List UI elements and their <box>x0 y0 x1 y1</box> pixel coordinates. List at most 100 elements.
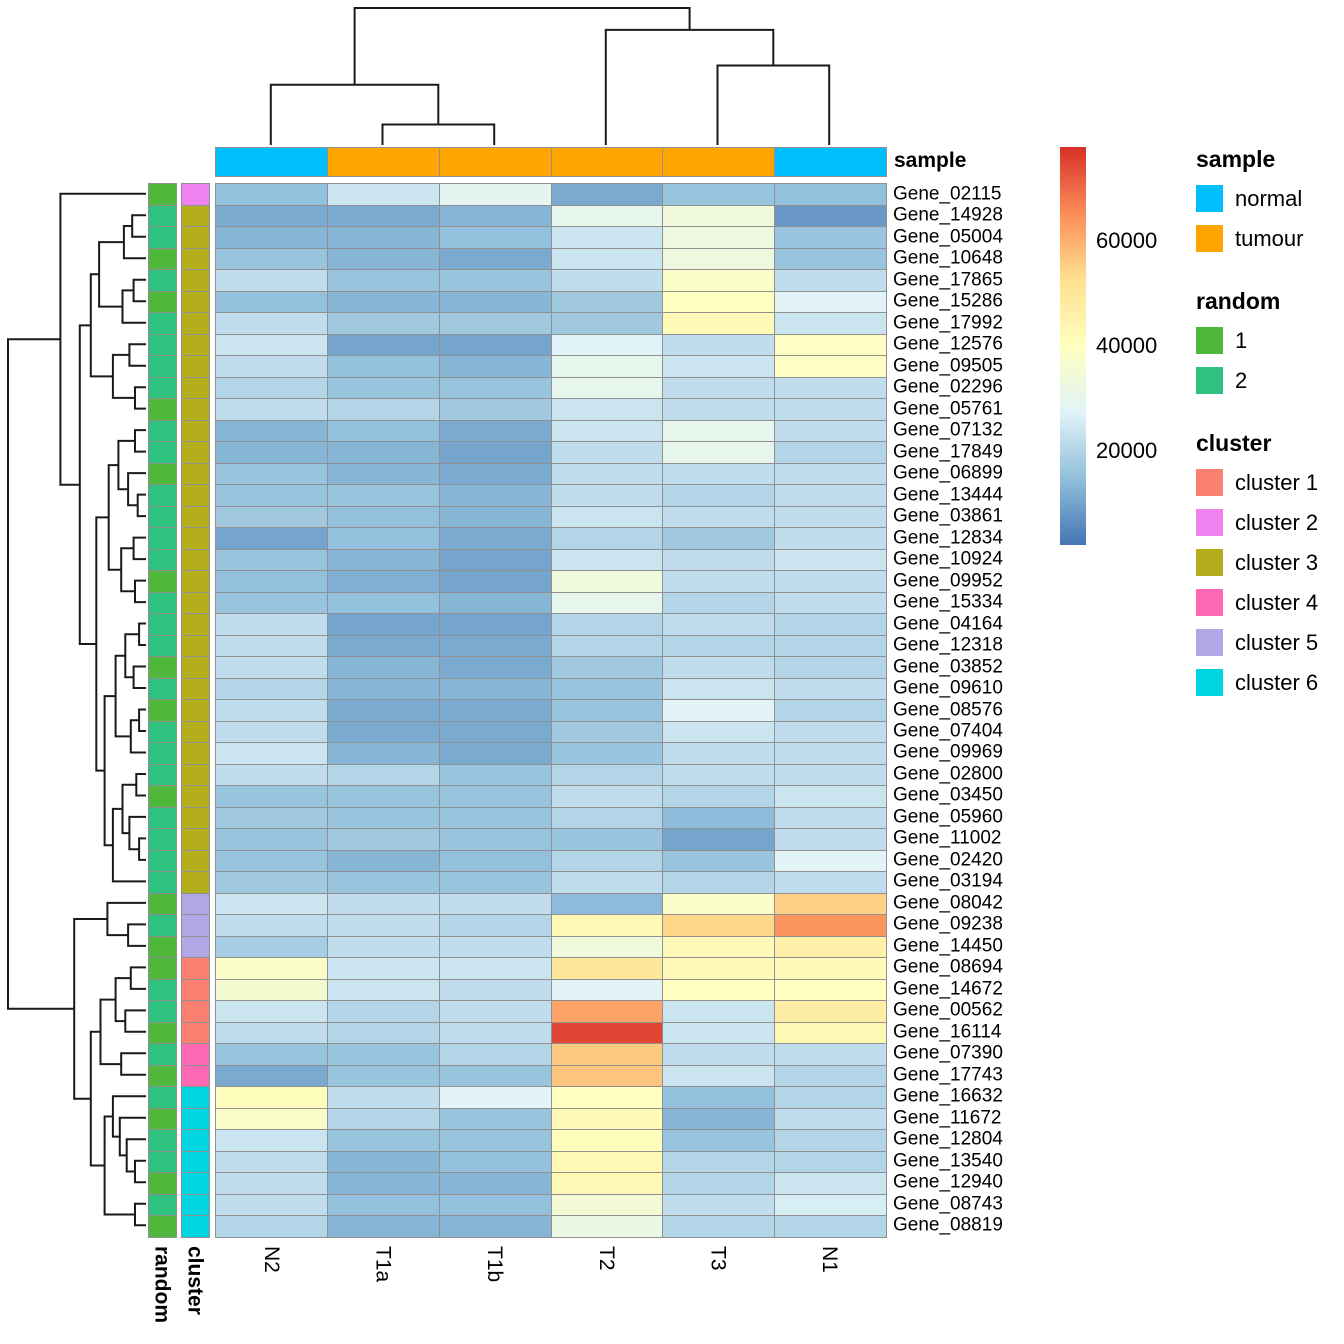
heatmap-cell <box>439 1065 551 1087</box>
cluster-annotation-cell <box>182 399 209 420</box>
heatmap-cell <box>327 1151 439 1173</box>
heatmap-cell <box>216 700 327 721</box>
heatmap-cell <box>775 1044 886 1065</box>
heatmap-cell <box>327 592 439 614</box>
cluster-annotation-cell <box>182 1044 209 1065</box>
heatmap-cell <box>551 700 663 721</box>
random-annotation-cell <box>149 571 176 592</box>
heatmap-cell <box>663 1108 775 1130</box>
cluster-annotation-cell <box>182 807 209 829</box>
cluster-annotation-cell <box>182 291 209 312</box>
gene-label: Gene_09610 <box>893 677 1003 699</box>
heatmap-cell <box>439 1044 551 1065</box>
gene-label: Gene_17992 <box>893 312 1003 334</box>
cluster-annotation-cell <box>182 592 209 614</box>
heatmap-cell <box>216 463 327 484</box>
heatmap-cell <box>551 678 663 700</box>
sample-label: T1a <box>327 1246 439 1282</box>
legend-swatch <box>1196 629 1223 656</box>
heatmap-cell <box>327 463 439 484</box>
legend-swatch <box>1196 669 1223 696</box>
heatmap-cell <box>551 399 663 420</box>
heatmap-cell <box>775 829 886 850</box>
legend-item-label: 1 <box>1235 327 1248 353</box>
gene-label: Gene_12834 <box>893 527 1003 549</box>
cluster-annotation-cell <box>182 1216 209 1237</box>
heatmap-cell <box>551 657 663 678</box>
gene-label: Gene_05004 <box>893 226 1003 248</box>
gene-label: Gene_09969 <box>893 741 1003 763</box>
gene-label: Gene_05761 <box>893 398 1003 420</box>
heatmap-cell <box>663 936 775 958</box>
heatmap-cell <box>663 1151 775 1173</box>
random-annotation-cell <box>149 270 176 291</box>
heatmap-cell <box>216 786 327 807</box>
heatmap-cell <box>775 1022 886 1044</box>
heatmap-cell <box>663 786 775 807</box>
heatmap-cell <box>775 635 886 657</box>
random-annotation-cell <box>149 356 176 377</box>
heatmap-cell <box>216 313 327 334</box>
gene-label: Gene_11002 <box>893 827 1002 849</box>
heatmap-cell <box>327 1065 439 1087</box>
random-annotation-cell <box>149 743 176 764</box>
heatmap-cell <box>775 1151 886 1173</box>
cluster-annotation-cell <box>182 571 209 592</box>
random-column-label: random <box>148 1246 175 1323</box>
heatmap-cell <box>775 485 886 506</box>
heatmap-cell <box>439 743 551 764</box>
random-annotation-cell <box>149 1216 176 1237</box>
heatmap-cell <box>439 678 551 700</box>
random-annotation-cell <box>149 1194 176 1216</box>
heatmap-cell <box>775 936 886 958</box>
random-annotation-cell <box>149 1001 176 1022</box>
legend-item-label: tumour <box>1235 225 1304 251</box>
sample-label: T2 <box>550 1246 662 1271</box>
gene-label: Gene_12318 <box>893 634 1003 656</box>
legend-title-random: random <box>1196 288 1281 314</box>
gene-label: Gene_07404 <box>893 720 1003 742</box>
gene-label: Gene_04164 <box>893 613 1003 635</box>
cluster-annotation-cell <box>182 850 209 872</box>
heatmap-cell <box>775 1087 886 1108</box>
heatmap-cell <box>327 528 439 549</box>
sample-label-text: N1 <box>818 1246 842 1273</box>
legend-item: cluster 4 <box>1196 589 1318 616</box>
heatmap-cell <box>439 592 551 614</box>
heatmap-cell <box>663 1022 775 1044</box>
gene-label: Gene_12804 <box>893 1128 1003 1150</box>
heatmap-cell <box>551 1173 663 1194</box>
heatmap-cell <box>327 291 439 312</box>
sample-label-text: T2 <box>594 1246 618 1271</box>
heatmap-cell <box>551 1108 663 1130</box>
heatmap-cell <box>216 1022 327 1044</box>
random-annotation-cell <box>149 1130 176 1151</box>
gene-label: Gene_03194 <box>893 870 1003 892</box>
heatmap-cell <box>439 334 551 355</box>
heatmap-cell <box>663 270 775 291</box>
heatmap-cell <box>439 936 551 958</box>
heatmap-cell <box>775 420 886 441</box>
heatmap-cell <box>439 184 551 205</box>
heatmap-cell <box>663 485 775 506</box>
heatmap-cell <box>216 248 327 269</box>
cluster-annotation-cell <box>182 1065 209 1087</box>
sample-annotation-cell <box>663 148 775 176</box>
heatmap-cell <box>327 1087 439 1108</box>
sample-label-text: T1a <box>371 1246 395 1283</box>
sample-annotation-bar <box>215 147 887 177</box>
heatmap-cell <box>216 850 327 872</box>
heatmap-cell <box>327 442 439 463</box>
heatmap-cell <box>775 549 886 571</box>
random-annotation-cell <box>149 1151 176 1173</box>
heatmap-cell <box>663 205 775 226</box>
heatmap-cell <box>663 657 775 678</box>
heatmap-cell <box>663 764 775 786</box>
cluster-annotation-cell <box>182 678 209 700</box>
heatmap-cell <box>327 227 439 248</box>
gene-label: Gene_15334 <box>893 591 1003 613</box>
heatmap-cell <box>775 743 886 764</box>
heatmap-cell <box>327 721 439 743</box>
heatmap-cell <box>663 743 775 764</box>
cluster-annotation-cell <box>182 764 209 786</box>
